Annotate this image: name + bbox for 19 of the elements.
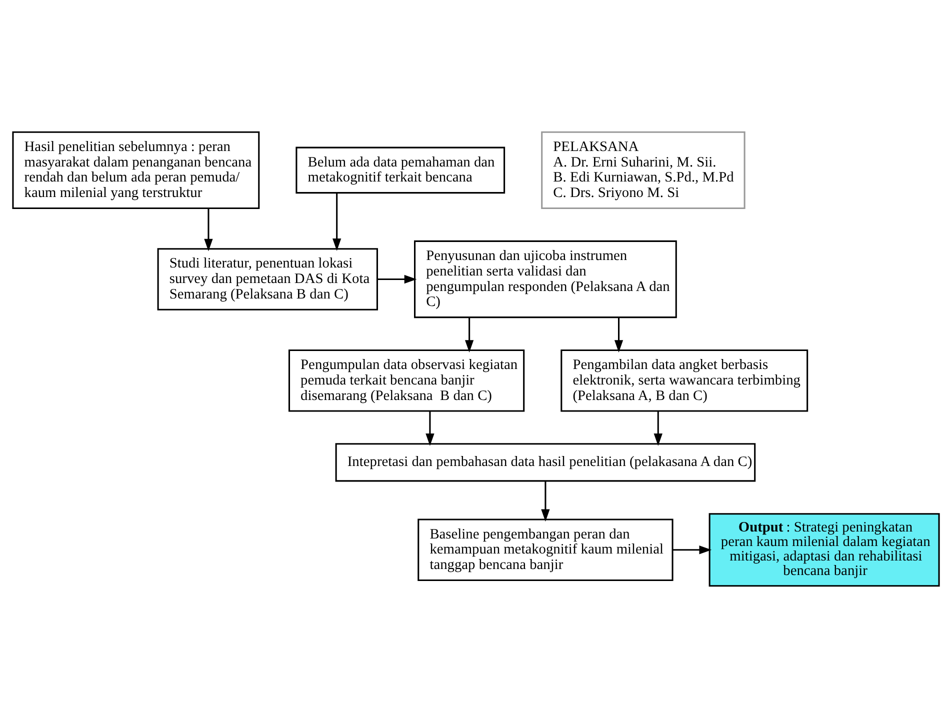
node-box: Output : Strategi peningkatan peran kaum milenial dalam kegiatan mitigasi, adaptasi dan rehabilitasi bencana banjir — [708, 512, 940, 586]
arrow — [332, 192, 342, 250]
arrow — [377, 274, 417, 284]
node-box: Baseline pengembangan peran dan kemampuan metakognitif kaum milenial tanggap bencana banjir — [418, 518, 674, 580]
node-box: Pengumpulan data observasi kegiatan pemuda terkait bencana banjir disemarang (Pelaksana B dan C) — [288, 348, 525, 412]
node-box: Hasil penelitian sebelumnya : peran masyarakat dalam penanganan bencana rendah dan belum ada peran pemuda/ kaum milenial yang terstruktur — [12, 130, 260, 209]
node-box: Pengambilan data angket berbasis elektronik, serta wawancara terbimbing (Pelaksana A, B dan C) — [560, 348, 808, 412]
arrow — [541, 480, 550, 522]
node-box: PELAKSANA A. Dr. Erni Suharini, M. Sii. B. Edi Kurniawan, S.Pd., M.Pd C. Drs. Sriyono M. Si — [541, 130, 746, 209]
arrow — [672, 545, 712, 554]
node-box: Studi literatur, penentuan lokasi survey dan pemetaan DAS di Kota Semarang (Pelaksana B dan C) — [157, 248, 378, 310]
arrow — [426, 410, 434, 446]
node-box: Belum ada data pemahaman dan metakognitif terkait bencana — [296, 146, 506, 194]
arrow — [204, 208, 213, 251]
node-box: Penyusunan dan ujicoba instrumen penelitian serta validasi dan pengumpulan responden (Pelaksana A dan C) — [414, 240, 677, 318]
arrow — [464, 317, 474, 352]
node-box: Intepretasi dan pembahasan data hasil penelitian (pelakasana A dan C) — [335, 442, 756, 482]
arrow — [614, 317, 624, 352]
arrow — [654, 410, 662, 446]
